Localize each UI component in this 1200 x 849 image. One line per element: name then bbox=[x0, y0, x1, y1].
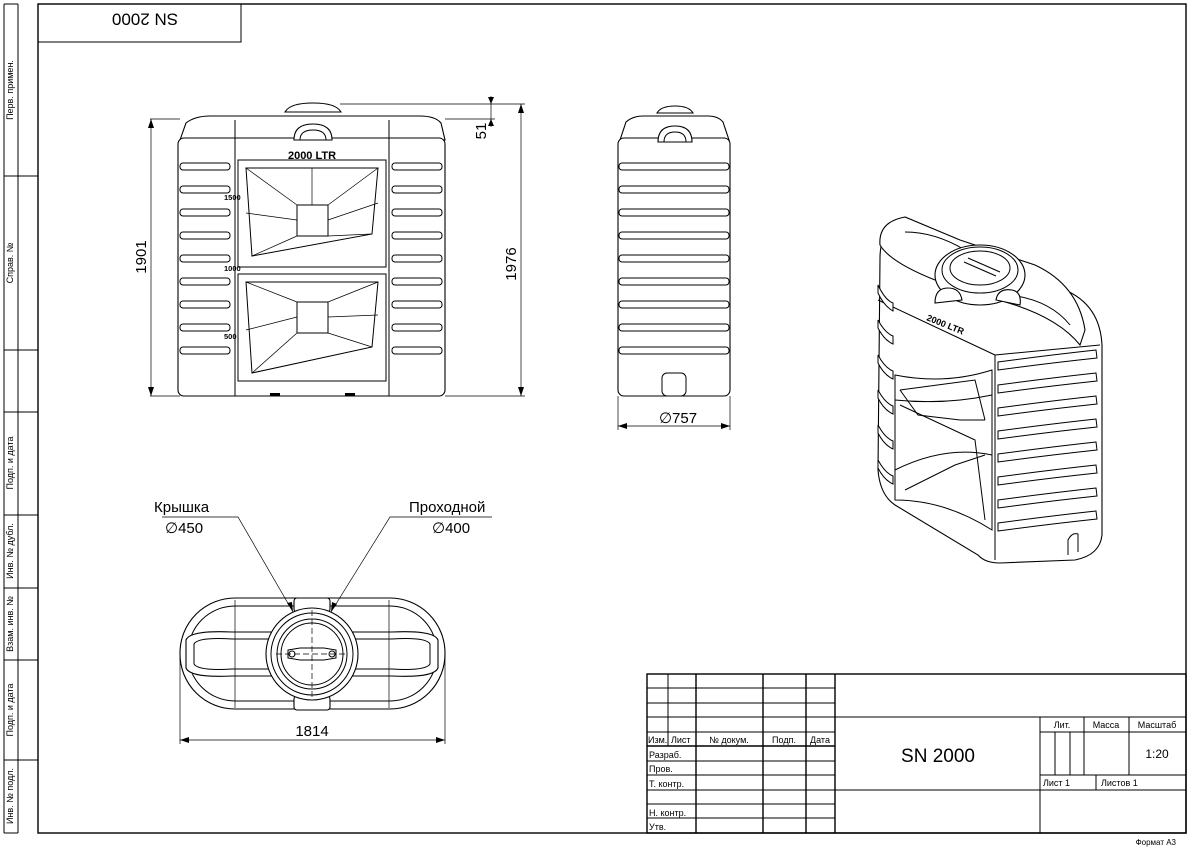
top-view bbox=[179, 597, 446, 711]
callout-hatch-name: Проходной bbox=[409, 499, 485, 516]
stamp-sign-date-2: Подп. и дата bbox=[5, 683, 15, 736]
tb-role-tech-control: Т. контр. bbox=[649, 779, 684, 789]
isometric-view: 2000 LTR bbox=[877, 216, 1103, 564]
side-stamp-column: Перв. примен. Справ. № Подп. и дата Инв.… bbox=[3, 3, 38, 834]
dim-diameter: ∅757 bbox=[659, 410, 697, 427]
stamp-first-use: Перв. примен. bbox=[5, 60, 15, 120]
rotated-title: SN 2000 bbox=[112, 10, 178, 29]
tb-lit-label: Лит. bbox=[1054, 720, 1071, 730]
stamp-reference-no: Справ. № bbox=[5, 242, 15, 283]
tb-scale-label: Масштаб bbox=[1138, 720, 1177, 730]
title-block: Изм. Лист № докум. Подп. Дата Разраб. Пр… bbox=[646, 673, 1187, 834]
tb-designation: SN 2000 bbox=[901, 746, 975, 767]
tb-col-date: Дата bbox=[810, 735, 830, 745]
rotated-title-box: SN 2000 bbox=[38, 4, 242, 43]
stamp-inv-original: Инв. № подл. bbox=[5, 768, 15, 824]
callout-hatch-size: ∅400 bbox=[432, 520, 470, 537]
tb-mass-label: Масса bbox=[1093, 720, 1120, 730]
callout-lid-name: Крышка bbox=[154, 499, 210, 516]
tb-role-developer: Разраб. bbox=[649, 750, 681, 760]
drawing-frame bbox=[37, 3, 1187, 834]
side-view-dimensions: ∅757 bbox=[617, 396, 731, 430]
front-view: 2000 LTR 1500 1000 500 bbox=[177, 102, 446, 397]
level-mark-500: 500 bbox=[224, 332, 237, 341]
dim-height-total: 1976 bbox=[503, 247, 520, 280]
front-view-dimensions: 1901 1976 51 bbox=[133, 96, 525, 397]
stamp-sign-date-1: Подп. и дата bbox=[5, 436, 15, 489]
tb-sheets-label: Листов 1 bbox=[1101, 778, 1138, 788]
side-view bbox=[617, 105, 731, 397]
tb-role-norm-control: Н. контр. bbox=[649, 808, 686, 818]
level-mark-1500: 1500 bbox=[224, 193, 241, 202]
dim-cap-offset: 51 bbox=[473, 123, 490, 140]
dim-length: 1814 bbox=[295, 723, 328, 740]
stamp-inv-dup: Инв. № дубл. bbox=[5, 523, 15, 579]
tb-col-list: Лист bbox=[671, 735, 691, 745]
stamp-replace-inv: Взам. инв. № bbox=[5, 596, 15, 652]
level-mark-1000: 1000 bbox=[224, 264, 241, 273]
tb-role-approver: Утв. bbox=[649, 822, 666, 832]
tb-scale-value: 1:20 bbox=[1145, 747, 1169, 761]
callout-lid-size: ∅450 bbox=[165, 520, 203, 537]
tank-capacity-label: 2000 LTR bbox=[288, 150, 336, 162]
tb-sheet-label: Лист 1 bbox=[1043, 778, 1070, 788]
tb-col-doc: № докум. bbox=[709, 735, 749, 745]
tb-col-izm: Изм. bbox=[648, 735, 667, 745]
format-label: Формат А3 bbox=[1136, 838, 1177, 847]
tb-role-checker: Пров. bbox=[649, 764, 673, 774]
dim-height-body: 1901 bbox=[133, 240, 150, 273]
tb-col-sign: Подп. bbox=[772, 735, 796, 745]
top-view-dimensions: 1814 bbox=[179, 654, 446, 744]
top-view-callouts: Крышка ∅450 Проходной ∅400 bbox=[154, 499, 492, 613]
